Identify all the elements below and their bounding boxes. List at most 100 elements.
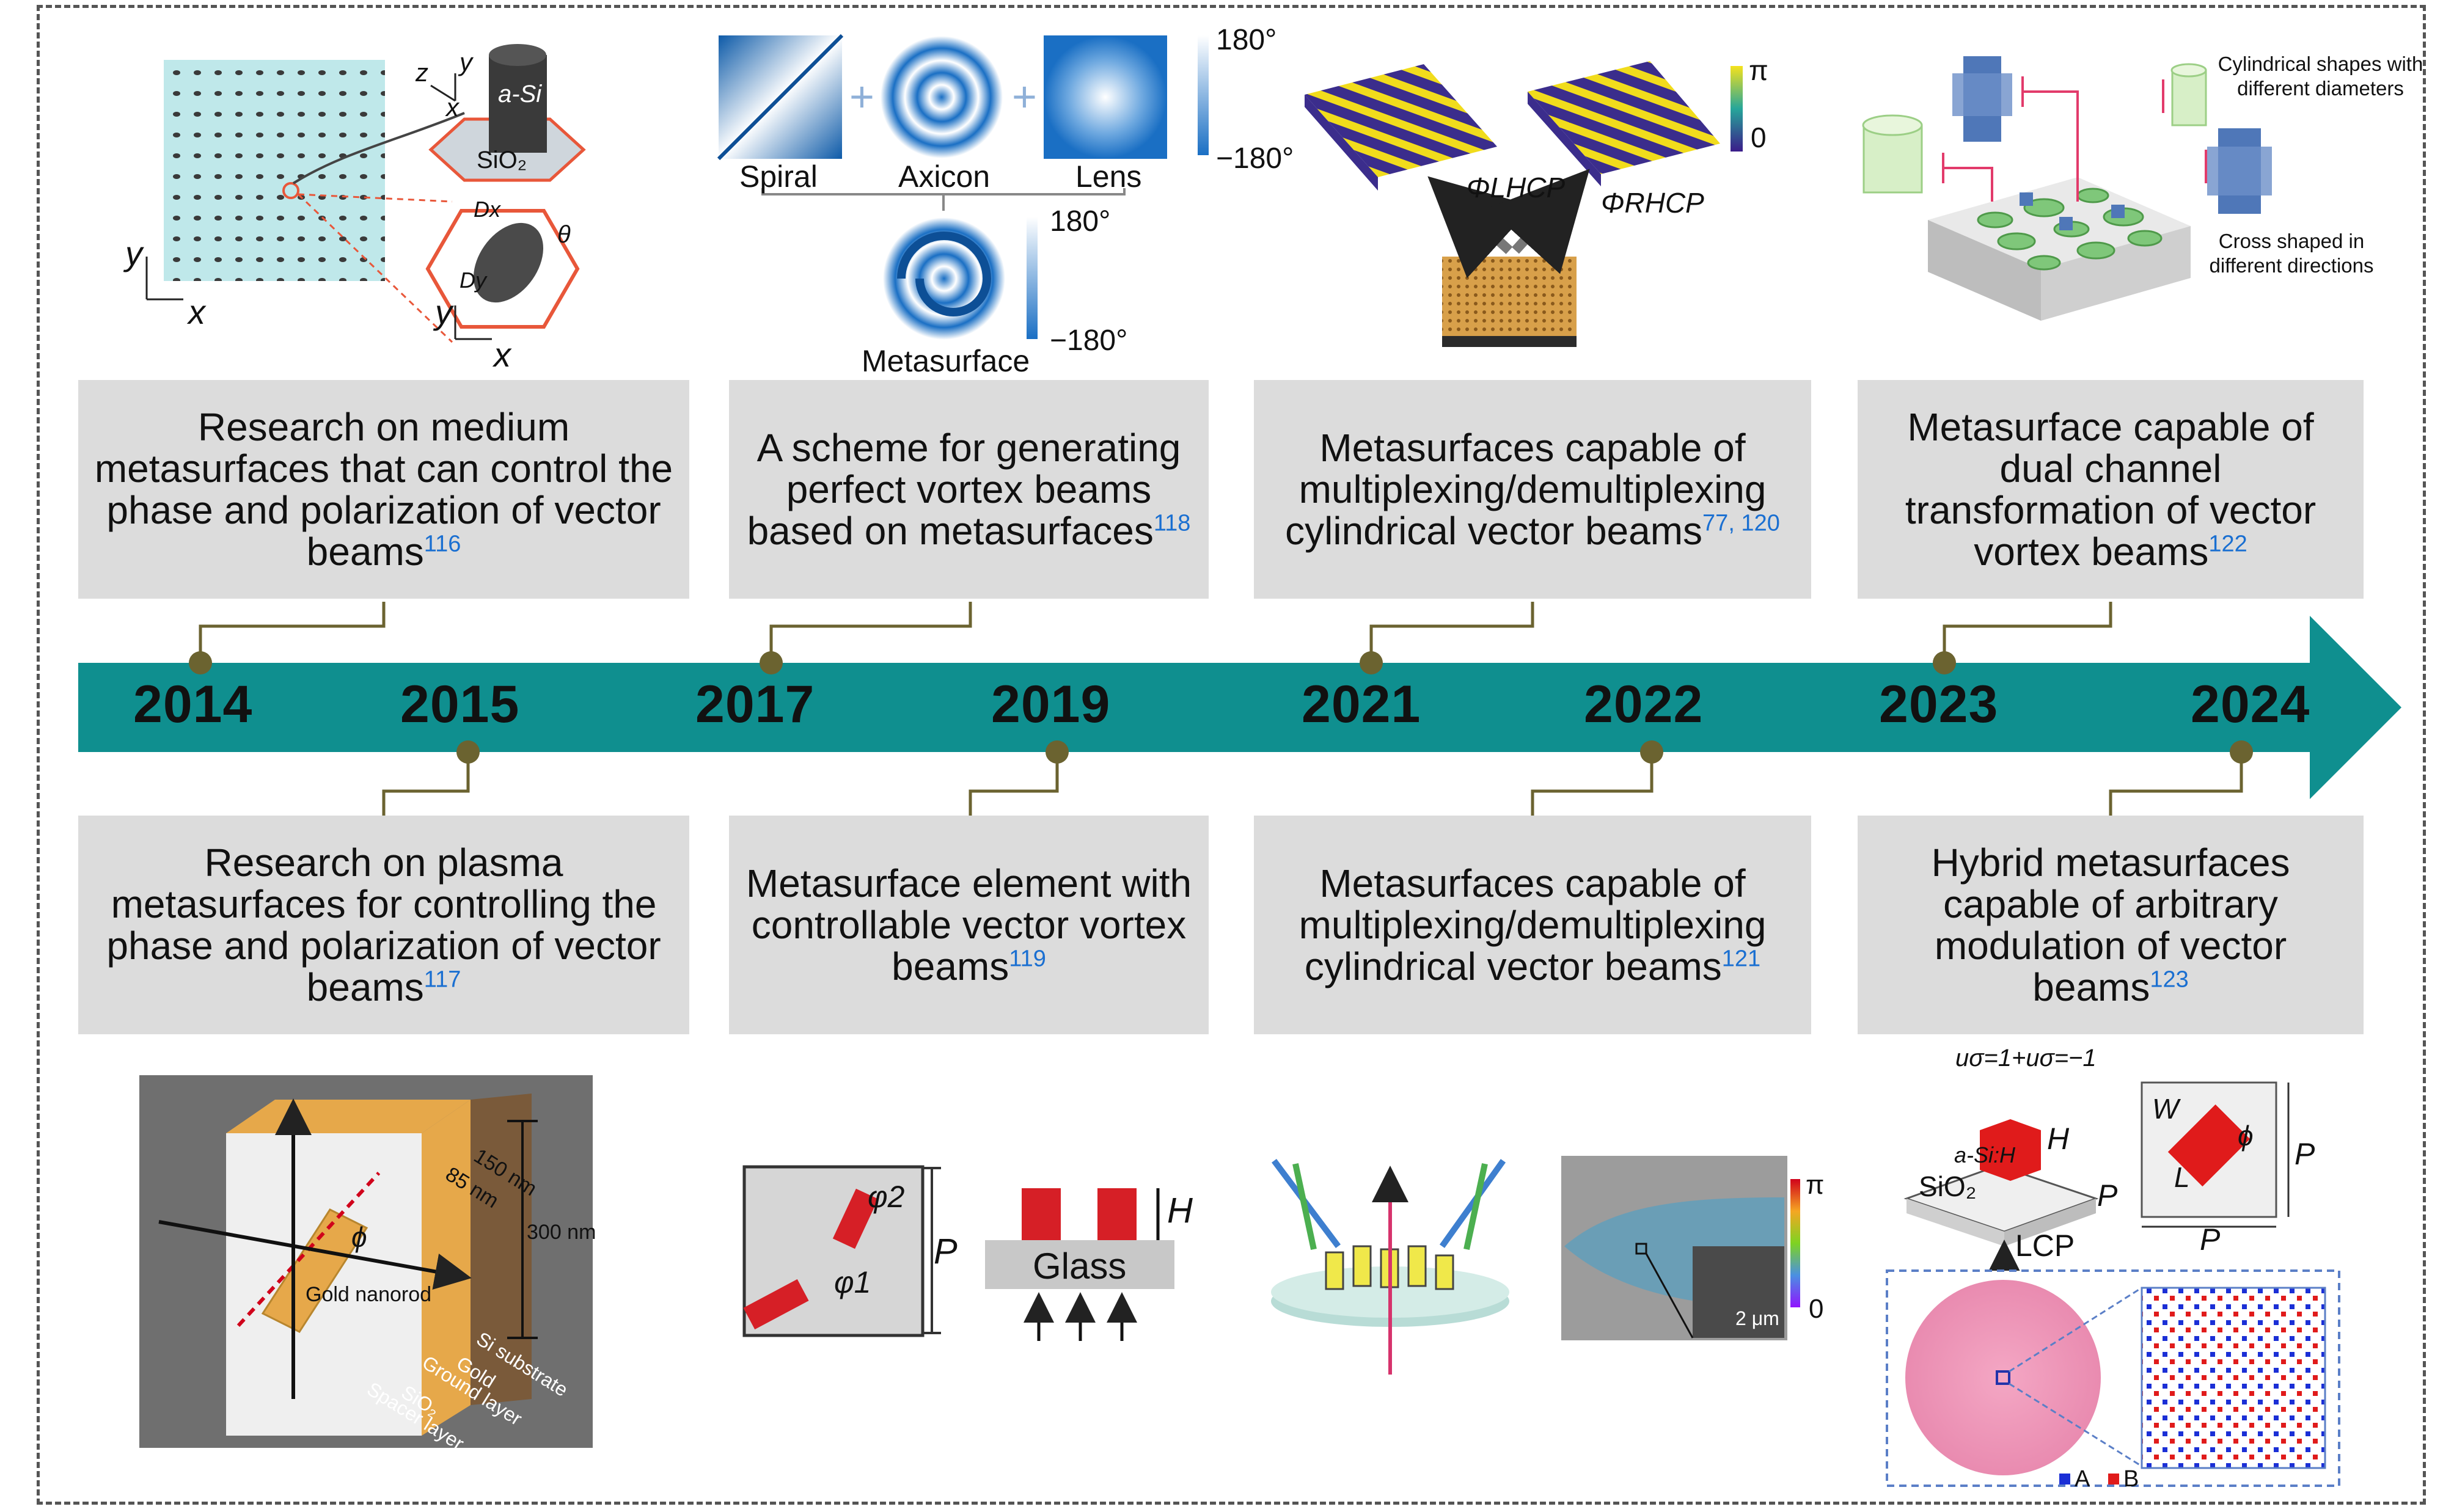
fig-2019-element [742,1165,1174,1341]
year-2019: 2019 [991,675,1111,734]
year-2023: 2023 [1879,675,1999,734]
label-p-2019: P [934,1232,958,1271]
label-y-axis: y [460,48,472,76]
label-h-2019: H [1167,1191,1193,1230]
reference: 117 [423,966,461,993]
milestone-text: Metasurfaces capable of multiplexing/dem… [1285,426,1767,553]
label-l: L [2174,1161,2190,1193]
milestone-box-2021: Metasurfaces capable of multiplexing/dem… [1254,380,1811,599]
year-2022: 2022 [1584,675,1704,734]
label-p-2024-b: P [2295,1137,2315,1171]
label-scale-max-1: 180° [1216,24,1277,56]
reference: 118 [1153,510,1191,536]
label-z-axis: z [416,58,428,87]
reference: 116 [423,531,461,557]
reference: 122 [2208,531,2247,557]
label-p-2024-c: P [2200,1222,2221,1257]
milestone-text: Hybrid metasurfaces capable of arbitrary… [1931,841,2290,1009]
label-pi-scale: π [1749,54,1768,86]
milestone-box-2022: Metasurfaces capable of multiplexing/dem… [1254,816,1811,1034]
label-300nm: 300 nm [527,1221,596,1244]
label-lcp: LCP [2015,1229,2075,1263]
top-connectors [199,602,2112,663]
label-phi-2015: ϕ [351,1221,367,1253]
label-scalebar-2022: 2 μm [1735,1307,1779,1329]
label-legend-a: A [2075,1466,2090,1492]
label-gold-nanorod: Gold nanorod [306,1283,432,1306]
label-sio2-2024: SiO₂ [1919,1171,1977,1202]
milestone-box-2014: Research on medium metasurfaces that can… [78,380,689,599]
label-phi1: φ1 [834,1265,871,1299]
milestone-box-2023: Metasurface capable of dual channel tran… [1858,380,2364,599]
milestone-box-2017: A scheme for generating perfect vortex b… [729,380,1209,599]
label-plus-2: + [1012,73,1037,120]
label-sio2: SiO₂ [477,147,527,173]
label-cross-shaped: Cross shaped in different directions [2209,230,2374,277]
label-w: W [2152,1093,2179,1125]
figure-frame [37,5,2426,1505]
fig-2022-field [1561,1156,1800,1340]
fig-2017-perfect-vortex [717,34,1209,340]
label-phi2: φ2 [868,1180,905,1214]
milestone-text: Research on medium metasurfaces that can… [94,405,673,574]
label-x-main: x [188,293,205,331]
label-plus-1: + [849,73,874,120]
label-glass: Glass [1033,1246,1127,1287]
year-2014: 2014 [133,675,253,734]
label-zero-2022: 0 [1809,1294,1824,1324]
year-2024: 2024 [2191,675,2310,734]
label-y-main: y [125,234,142,272]
label-phi-2024: ϕ [2238,1120,2254,1152]
year-2021: 2021 [1302,675,1421,734]
label-dx: Dx [474,197,500,222]
year-2017: 2017 [695,675,815,734]
fig-2023-dual-channel [1862,56,2272,321]
milestone-text: Metasurface element with controllable ve… [745,861,1192,988]
milestone-box-2024: Hybrid metasurfaces capable of arbitrary… [1858,816,2364,1034]
fig-2015-plasmonic [139,1075,593,1448]
label-pi-2022: π [1806,1170,1825,1200]
fig-2021-bottom-multiplexing [1271,1159,1509,1375]
label-theta: θ [557,221,571,248]
milestone-text: Metasurface capable of dual channel tran… [1905,405,2317,574]
label-p-2024-a: P [2097,1178,2118,1213]
reference: 121 [1721,946,1761,972]
label-axicon: Axicon [898,159,991,194]
milestone-box-2015: Research on plasma metasurfaces for cont… [78,816,689,1034]
label-zero-scale: 0 [1751,122,1767,153]
label-cylindrical-shapes: Cylindrical shapes with different diamet… [2218,53,2423,100]
label-spiral: Spiral [739,159,818,194]
milestone-text: A scheme for generating perfect vortex b… [747,426,1181,553]
label-scale-max-2: 180° [1050,205,1111,238]
label-lens: Lens [1075,159,1142,194]
label-a-si: a-Si [498,81,542,108]
milestone-text: Research on plasma metasurfaces for cont… [106,841,661,1009]
label-phi-rhcp: ΦRHCP [1601,187,1704,219]
label-scale-min-1: −180° [1216,142,1294,175]
fig-2024-hybrid [1886,1081,2340,1487]
label-dy: Dy [460,268,486,293]
milestone-text: Metasurfaces capable of multiplexing/dem… [1298,861,1767,988]
top-nodes [189,651,1956,674]
bottom-connectors [382,752,2243,816]
fig-2021-cylindrical-multiplexing [1305,61,1743,347]
reference: 119 [1009,946,1046,972]
reference: 123 [2150,966,2189,993]
year-2015: 2015 [400,675,520,734]
label-legend-b: B [2123,1466,2139,1492]
milestone-box-2019: Metasurface element with controllable ve… [729,816,1209,1034]
label-metasurface: Metasurface [862,344,1030,378]
label-phi-lhcp: ΦLHCP [1467,172,1566,203]
label-h-2024: H [2047,1122,2070,1156]
label-x-inset: x [494,335,511,374]
label-x-axis: x [446,93,459,122]
reference: 77, 120 [1702,510,1780,536]
label-asih: a-Si:H [1954,1142,2016,1167]
bottom-nodes [456,740,2253,764]
label-u-sigma: uσ=1+uσ=−1 [1955,1045,2097,1072]
label-y-inset: y [435,293,452,331]
label-scale-min-2: −180° [1050,324,1128,357]
fig-2014-dielectric-metasurface [145,44,586,343]
timeline-arrow [78,616,2401,799]
